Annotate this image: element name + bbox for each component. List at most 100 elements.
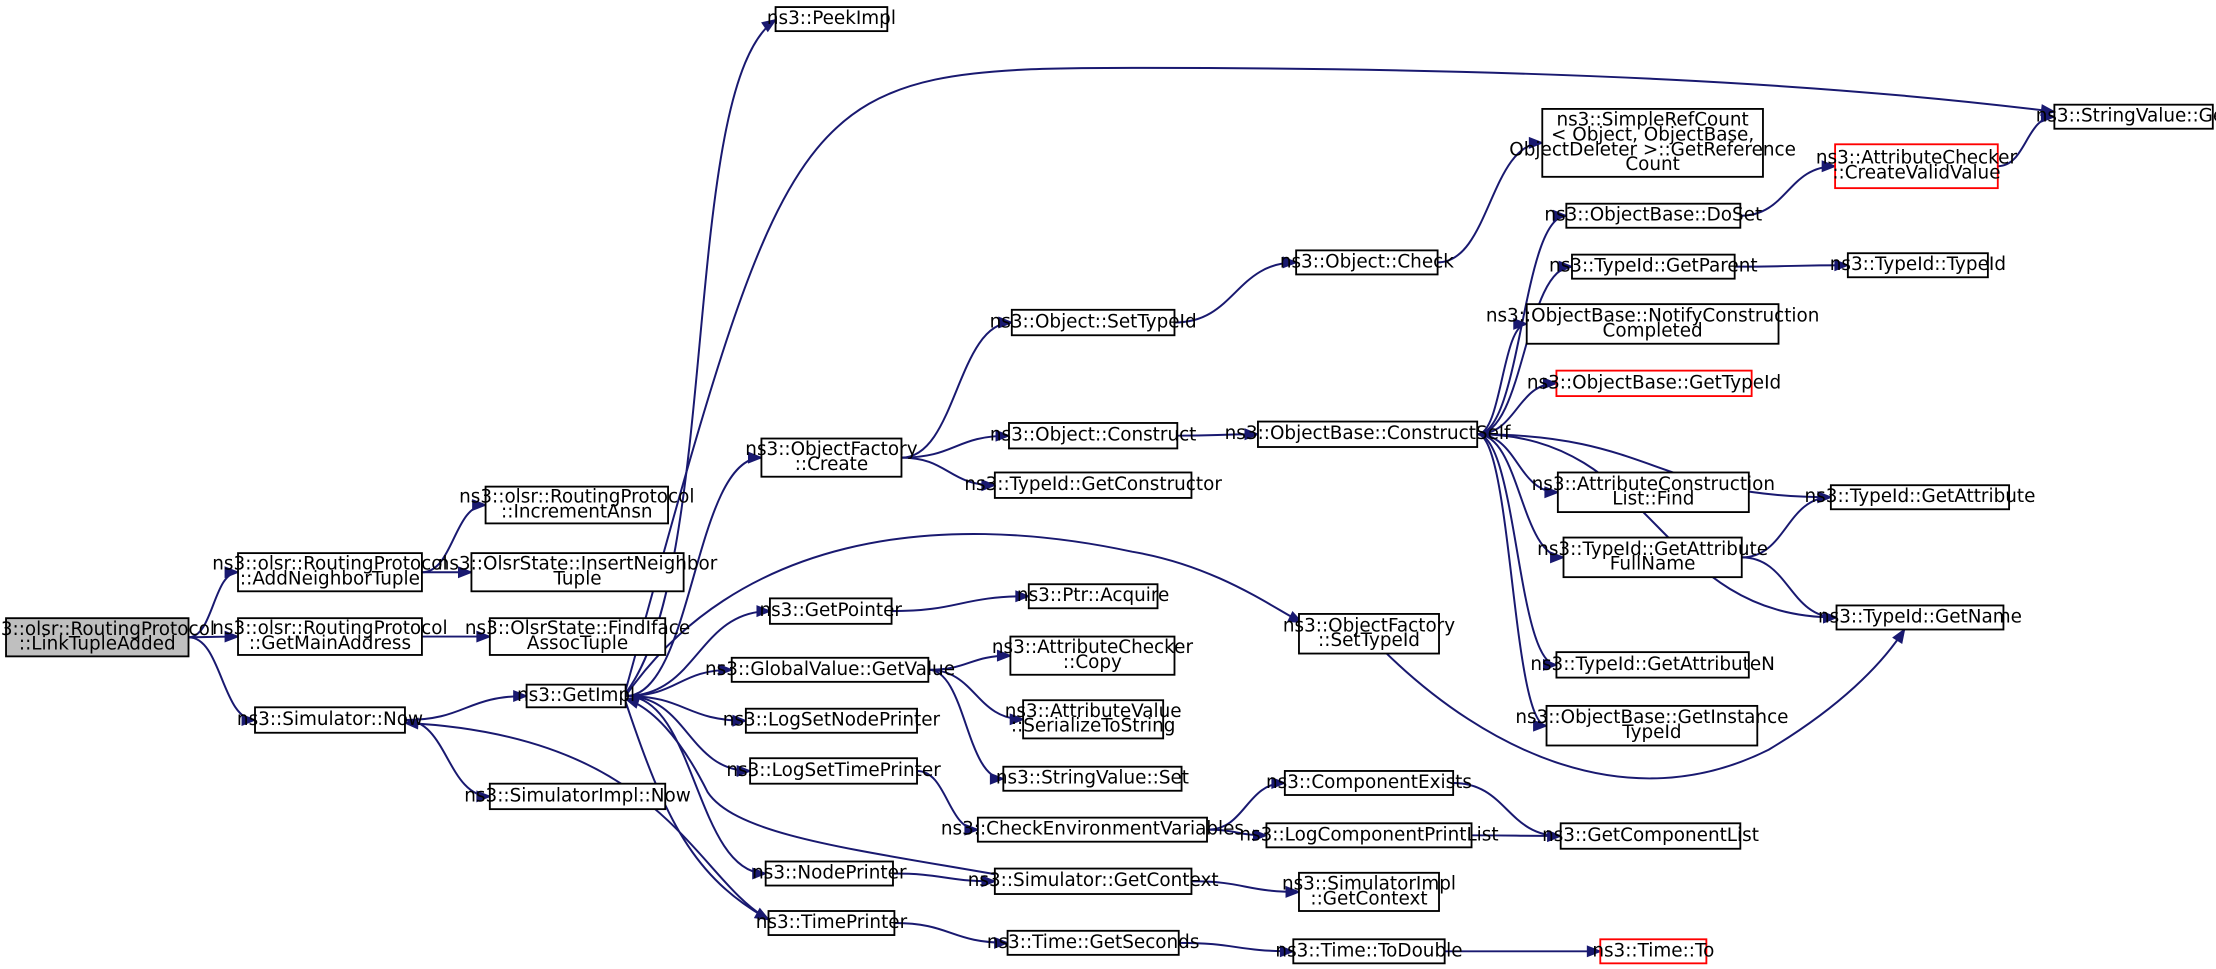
- node-box: [1002, 765, 1183, 792]
- edge-line: [1734, 264, 1848, 268]
- node-box: [1283, 770, 1455, 796]
- node-box: [5, 617, 190, 658]
- edge-arrowhead: [224, 566, 240, 579]
- node-tidGetAttr[interactable]: ns3::TypeId::GetAttribute: [1805, 484, 2036, 511]
- edge-line: [1477, 433, 1837, 619]
- edge-arrowhead: [241, 714, 257, 727]
- edge-arrowhead: [1015, 590, 1031, 603]
- node-srcGetRef[interactable]: ns3::SimpleRefCount< Object, ObjectBase,…: [1509, 108, 1796, 178]
- node-tidGetConstructor[interactable]: ns3::TypeId::GetConstructor: [964, 471, 1222, 499]
- edge-arrowhead: [1821, 160, 1838, 173]
- edge-obDoSet-to-acCreateValid: [1740, 160, 1838, 217]
- edge-arrowhead: [1892, 627, 1906, 645]
- node-label: ns3::StringValue::Set: [996, 768, 1189, 789]
- edge-ofSetTypeId-to-tidGetName: [1385, 627, 1906, 780]
- edge-arrowhead: [1252, 829, 1269, 842]
- node-box: [237, 617, 423, 656]
- node-objSetTypeId[interactable]: ns3::Object::SetTypeId: [990, 308, 1197, 337]
- node-logSetTime[interactable]: ns3::LogSetTimePrinter: [726, 757, 941, 785]
- edge-arrowhead: [752, 867, 768, 880]
- edge-acCreateValid-to-svGet: [1997, 110, 2057, 168]
- edge-arrowhead: [1282, 256, 1299, 269]
- node-box: [1027, 583, 1159, 610]
- edge-simGetContext-to-getImpl: [623, 697, 996, 876]
- node-objConstruct[interactable]: ns3::Object::Construct: [990, 422, 1197, 450]
- node-simNow[interactable]: ns3::Simulator::Now: [237, 706, 423, 734]
- node-tidGetParent[interactable]: ns3::TypeId::GetParent: [1549, 253, 1758, 280]
- node-getPointer[interactable]: ns3::GetPointer: [759, 597, 902, 625]
- node-label: ns3::Object::Construct: [990, 425, 1197, 446]
- edge-arrowhead: [1550, 551, 1566, 564]
- node-logCompPrint[interactable]: ns3::LogComponentPrintList: [1239, 822, 1499, 849]
- node-ofCreate[interactable]: ns3::ObjectFactory::Create: [745, 437, 918, 478]
- edge-arrowhead: [2040, 110, 2057, 123]
- node-box: [744, 707, 918, 734]
- node-box: [993, 867, 1193, 895]
- node-gvGetValue[interactable]: ns3::GlobalValue::GetValue: [705, 656, 955, 683]
- node-box: [760, 437, 903, 478]
- node-label: ns3::SimulatorImpl::Now: [464, 785, 690, 806]
- node-timePrinter[interactable]: ns3::TimePrinter: [756, 910, 908, 936]
- node-obNotify[interactable]: ns3::ObjectBase::NotifyConstructionCompl…: [1486, 303, 1820, 345]
- node-tidGetAttrN[interactable]: ns3::TypeId::GetAttributeN: [1530, 651, 1775, 679]
- edge-arrowhead: [1009, 713, 1026, 726]
- node-svSet[interactable]: ns3::StringValue::Set: [996, 765, 1189, 792]
- node-obDoSet[interactable]: ns3::ObjectBase::DoSet: [1544, 202, 1762, 229]
- node-tidGetName[interactable]: ns3::TypeId::GetName: [1818, 604, 2022, 631]
- node-incAnsn[interactable]: ns3::olsr::RoutingProtocol::IncrementAns…: [459, 485, 694, 525]
- node-label: ns3::PeekImpl: [767, 8, 896, 29]
- node-obGetTypeId[interactable]: ns3::ObjectBase::GetTypeId: [1527, 369, 1781, 398]
- node-ofSetTypeId[interactable]: ns3::ObjectFactory::SetTypeId: [1283, 613, 1455, 655]
- edge-arrowhead: [996, 649, 1013, 662]
- edge-tidGetAttrFull-to-tidGetAttr: [1741, 491, 1833, 559]
- node-label: ::SetTypeId: [1318, 630, 1420, 651]
- node-label: List::Find: [1612, 489, 1694, 510]
- node-avSerialize[interactable]: ns3::AttributeValue::SerializeToString: [1005, 699, 1182, 740]
- node-svGet[interactable]: ns3::StringValue::Get: [2036, 103, 2216, 130]
- node-logSetNode[interactable]: ns3::LogSetNodePrinter: [723, 707, 941, 734]
- node-label: ns3::TypeId::GetName: [1818, 606, 2022, 627]
- node-box: [254, 706, 406, 734]
- node-label: TypeId: [1621, 722, 1681, 743]
- node-label: ns3::Simulator::GetContext: [968, 870, 1219, 891]
- node-timeTo[interactable]: ns3::Time::To: [1592, 938, 1714, 965]
- edge-arrowhead: [1244, 428, 1260, 441]
- node-simGetContext[interactable]: ns3::Simulator::GetContext: [968, 867, 1219, 895]
- edge-ofCreate-to-objConstruct: [901, 429, 1011, 459]
- node-tidTypeId[interactable]: ns3::TypeId::TypeId: [1830, 252, 2006, 279]
- node-acCreateValid[interactable]: ns3::AttributeChecker::CreateValidValue: [1816, 143, 2018, 190]
- node-label: ns3::Object::Check: [1280, 251, 1454, 272]
- node-acCopy[interactable]: ns3::AttributeChecker::Copy: [992, 635, 1194, 676]
- edge-getImpl-to-logSetTime: [625, 694, 753, 777]
- node-compExists[interactable]: ns3::ComponentExists: [1266, 770, 1472, 796]
- node-root[interactable]: ns3::olsr::RoutingProtocol::LinkTupleAdd…: [0, 617, 215, 658]
- node-ptrAcquire[interactable]: ns3::Ptr::Acquire: [1017, 583, 1169, 610]
- edge-line: [892, 872, 995, 883]
- node-timeToDouble[interactable]: ns3::Time::ToDouble: [1275, 938, 1463, 965]
- edge-line: [625, 668, 732, 697]
- node-getMainAddr[interactable]: ns3::olsr::RoutingProtocol::GetMainAddre…: [212, 617, 448, 656]
- edge-addNeighbor-to-incAnsn: [421, 499, 488, 574]
- node-checkEnv[interactable]: ns3::CheckEnvironmentVariables: [941, 816, 1244, 843]
- node-getCompList[interactable]: ns3::GetComponentList: [1542, 822, 1759, 850]
- node-timeGetSeconds[interactable]: ns3::Time::GetSeconds: [987, 929, 1200, 956]
- edge-line: [1476, 433, 1547, 727]
- node-obConstructSelf[interactable]: ns3::ObjectBase::ConstructSelf: [1225, 420, 1511, 448]
- node-box: [1525, 303, 1780, 345]
- node-simImplGetContext[interactable]: ns3::SimulatorImpl::GetContext: [1282, 871, 1456, 912]
- node-getImpl[interactable]: ns3::GetImpl: [517, 683, 635, 709]
- edge-timeToDouble-to-timeTo: [1444, 945, 1603, 958]
- node-simImplNow[interactable]: ns3::SimulatorImpl::Now: [464, 782, 691, 811]
- node-objCheck[interactable]: ns3::Object::Check: [1280, 249, 1454, 276]
- node-addNeighbor[interactable]: ns3::olsr::RoutingProtocol::AddNeighborT…: [212, 552, 448, 593]
- node-nodePrinter[interactable]: ns3::NodePrinter: [752, 860, 907, 887]
- node-peekImpl[interactable]: ns3::PeekImpl: [767, 6, 896, 33]
- node-box: [1265, 822, 1473, 849]
- edge-line: [625, 456, 762, 697]
- edge-arrowhead: [472, 499, 488, 511]
